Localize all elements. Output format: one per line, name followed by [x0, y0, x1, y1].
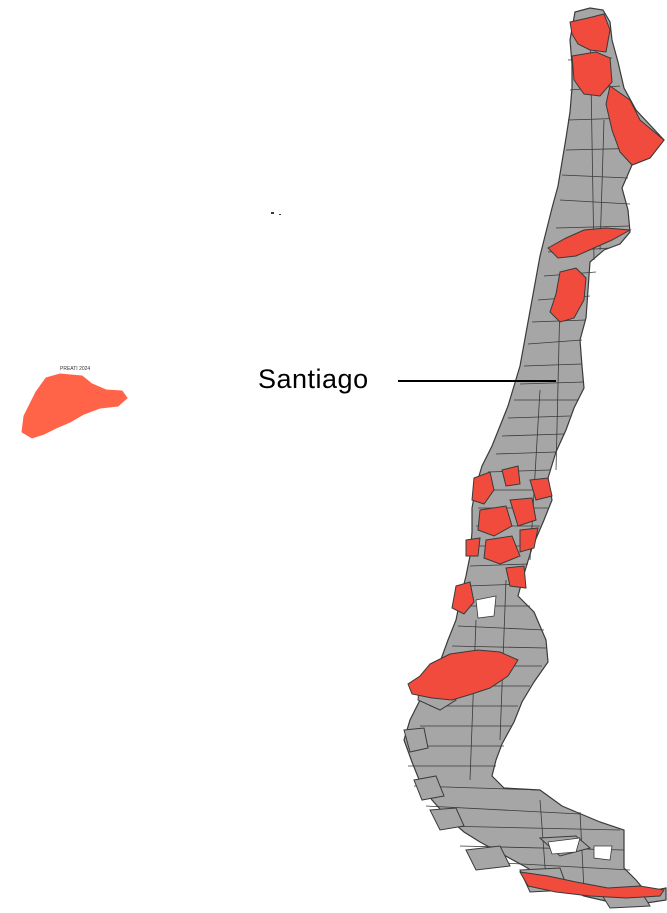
highlight-region [529, 477, 553, 501]
highlight-region [501, 465, 521, 487]
highlight-region [505, 565, 527, 589]
highlight-region [569, 13, 611, 53]
lakes [475, 595, 613, 861]
highlighted-regions [407, 13, 665, 899]
highlight-region [483, 535, 521, 565]
easter-island-region [21, 373, 128, 439]
highlight-region [547, 227, 632, 259]
highlight-region [451, 581, 475, 615]
highlight-region [477, 505, 513, 537]
santiago-label: Santiago [258, 364, 369, 394]
highlight-region [471, 471, 495, 505]
highlight-region [549, 267, 587, 323]
highlight-region [519, 527, 539, 553]
island-caption: PREATI 2024 [60, 366, 91, 372]
highlight-region [571, 51, 613, 97]
juan-fernandez-islet [279, 214, 281, 215]
highlight-region [509, 497, 537, 527]
highlight-region [465, 537, 481, 557]
highlight-region [407, 649, 519, 701]
highlight-region [605, 85, 665, 166]
juan-fernandez-islet [271, 212, 274, 214]
highlight-region [519, 871, 665, 899]
